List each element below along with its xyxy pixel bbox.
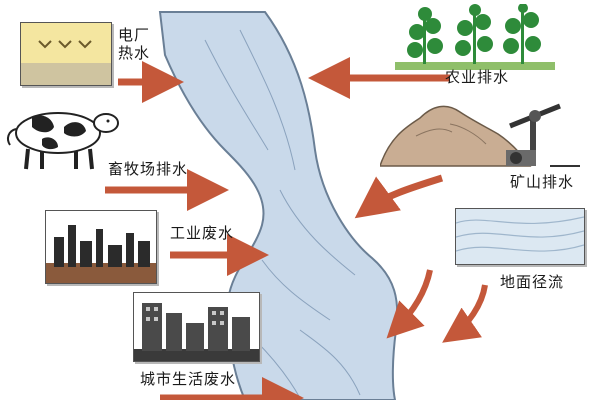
label-mining: 矿山排水 <box>510 173 575 191</box>
mining-icon <box>380 103 580 167</box>
label-power-plant: 电厂 热水 <box>118 26 151 62</box>
arrow-runoff-2 <box>442 284 488 343</box>
arrow-mining <box>354 174 444 219</box>
industry-box <box>45 210 157 284</box>
power-plant-box <box>20 22 112 86</box>
warm-water-icon <box>21 23 111 85</box>
label-livestock: 畜牧场排水 <box>108 160 189 178</box>
city-box <box>133 292 260 362</box>
runoff-box <box>455 208 585 265</box>
arrow-runoff-1 <box>386 269 433 339</box>
runoff-surface-icon <box>456 209 584 264</box>
factory-skyline-icon <box>46 211 156 283</box>
label-industry: 工业废水 <box>170 224 235 242</box>
city-buildings-icon <box>134 293 259 361</box>
label-agriculture: 农业排水 <box>445 68 510 86</box>
cow-icon <box>7 112 119 170</box>
label-runoff: 地面径流 <box>500 273 565 291</box>
crop-plants-icon <box>395 4 555 70</box>
label-domestic: 城市生活废水 <box>140 370 237 388</box>
